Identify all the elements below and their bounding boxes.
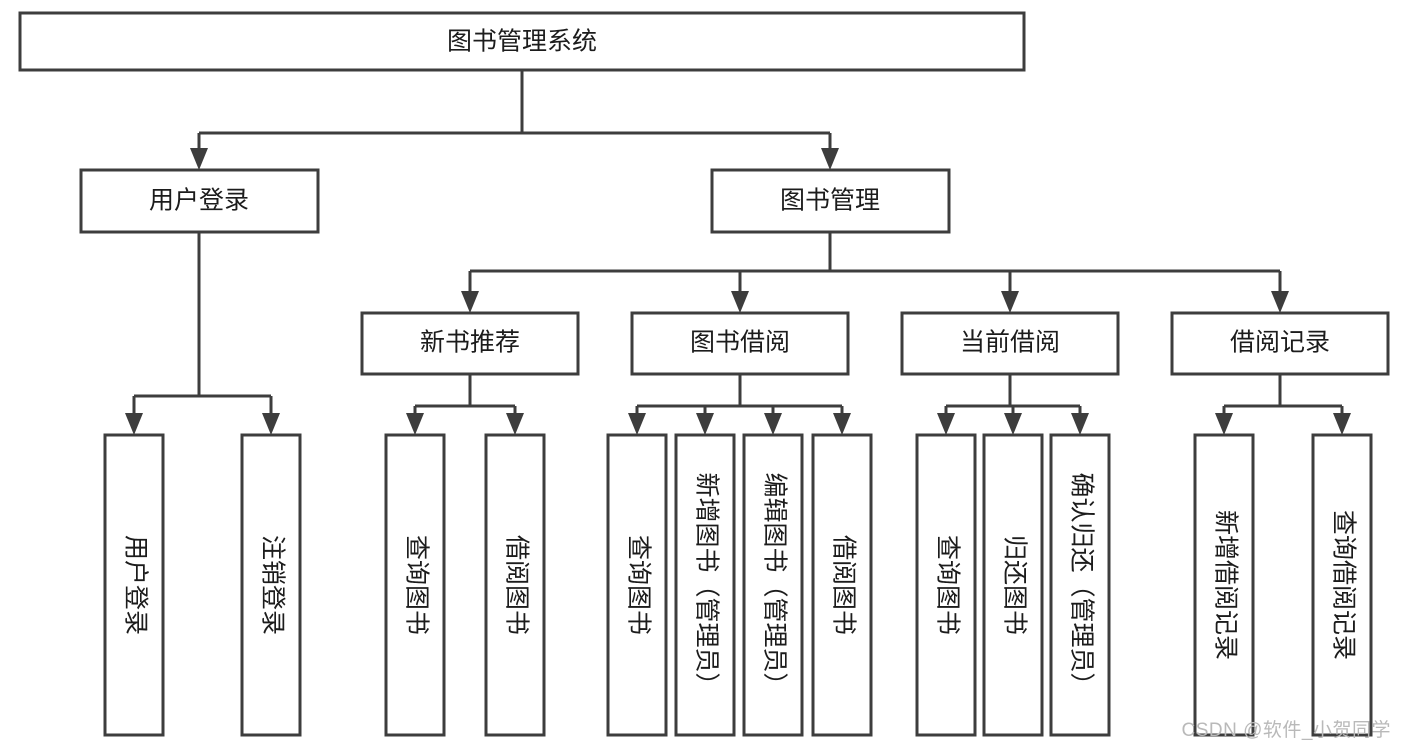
node-root[interactable]: 图书管理系统	[18, 11, 1026, 72]
leaf-logout-login[interactable]: 注销登录	[240, 433, 302, 737]
leaf-confirm-return-admin[interactable]: 确认归还（管理员）	[1049, 433, 1111, 737]
node-new-book-rec[interactable]: 新书推荐	[360, 311, 580, 376]
leaf-query-book-3[interactable]: 查询图书	[915, 433, 977, 737]
leaf-user-login-label: 用户登录	[121, 535, 149, 635]
leaf-borrow-book-2-label: 借阅图书	[829, 535, 857, 635]
connector-current-borrow-to-leaves	[937, 374, 1089, 435]
node-book-borrow-label: 图书借阅	[690, 329, 790, 357]
node-user-login-label: 用户登录	[149, 187, 249, 215]
leaf-edit-book-admin-label: 编辑图书（管理员）	[760, 472, 788, 697]
node-current-borrow-label: 当前借阅	[960, 329, 1060, 357]
connector-user-login-to-leaves	[125, 232, 280, 435]
node-current-borrow[interactable]: 当前借阅	[900, 311, 1120, 376]
leaf-edit-book-admin[interactable]: 编辑图书（管理员）	[742, 433, 804, 737]
connector-new-book-rec-to-leaves	[406, 374, 524, 435]
leaf-query-borrow-record[interactable]: 查询借阅记录	[1311, 433, 1373, 737]
leaf-add-borrow-record-label: 新增借阅记录	[1211, 510, 1239, 660]
leaf-user-login[interactable]: 用户登录	[103, 433, 165, 737]
connector-book-manage-to-level3	[461, 232, 1289, 313]
node-borrow-record-label: 借阅记录	[1230, 329, 1330, 357]
leaf-query-borrow-record-label: 查询借阅记录	[1329, 510, 1357, 660]
leaf-query-book-1[interactable]: 查询图书	[384, 433, 446, 737]
node-root-label: 图书管理系统	[447, 28, 597, 56]
leaf-query-book-2[interactable]: 查询图书	[606, 433, 668, 737]
connector-borrow-record-to-leaves	[1215, 374, 1351, 435]
connector-root-to-level2	[190, 70, 839, 170]
leaf-borrow-book-1-label: 借阅图书	[502, 535, 530, 635]
leaf-query-book-3-label: 查询图书	[933, 535, 961, 635]
leaf-borrow-book-1[interactable]: 借阅图书	[484, 433, 546, 737]
leaf-confirm-return-admin-label: 确认归还（管理员）	[1067, 472, 1095, 697]
node-book-manage-label: 图书管理	[780, 187, 880, 215]
leaf-add-book-admin[interactable]: 新增图书（管理员）	[674, 433, 736, 737]
node-user-login[interactable]: 用户登录	[79, 168, 320, 234]
connector-book-borrow-to-leaves	[628, 374, 851, 435]
leaf-query-book-2-label: 查询图书	[624, 535, 652, 635]
csdn-watermark: CSDN @软件_小贺同学	[1181, 720, 1391, 741]
leaf-add-borrow-record[interactable]: 新增借阅记录	[1193, 433, 1255, 737]
leaf-return-book[interactable]: 归还图书	[982, 433, 1044, 737]
node-book-manage[interactable]: 图书管理	[710, 168, 951, 234]
leaf-return-book-label: 归还图书	[1000, 535, 1028, 635]
leaf-borrow-book-2[interactable]: 借阅图书	[811, 433, 873, 737]
node-borrow-record[interactable]: 借阅记录	[1170, 311, 1390, 376]
leaf-add-book-admin-label: 新增图书（管理员）	[692, 472, 720, 697]
node-book-borrow[interactable]: 图书借阅	[630, 311, 850, 376]
node-new-book-rec-label: 新书推荐	[420, 329, 520, 357]
leaf-logout-login-label: 注销登录	[258, 535, 286, 635]
leaf-query-book-1-label: 查询图书	[402, 535, 430, 635]
